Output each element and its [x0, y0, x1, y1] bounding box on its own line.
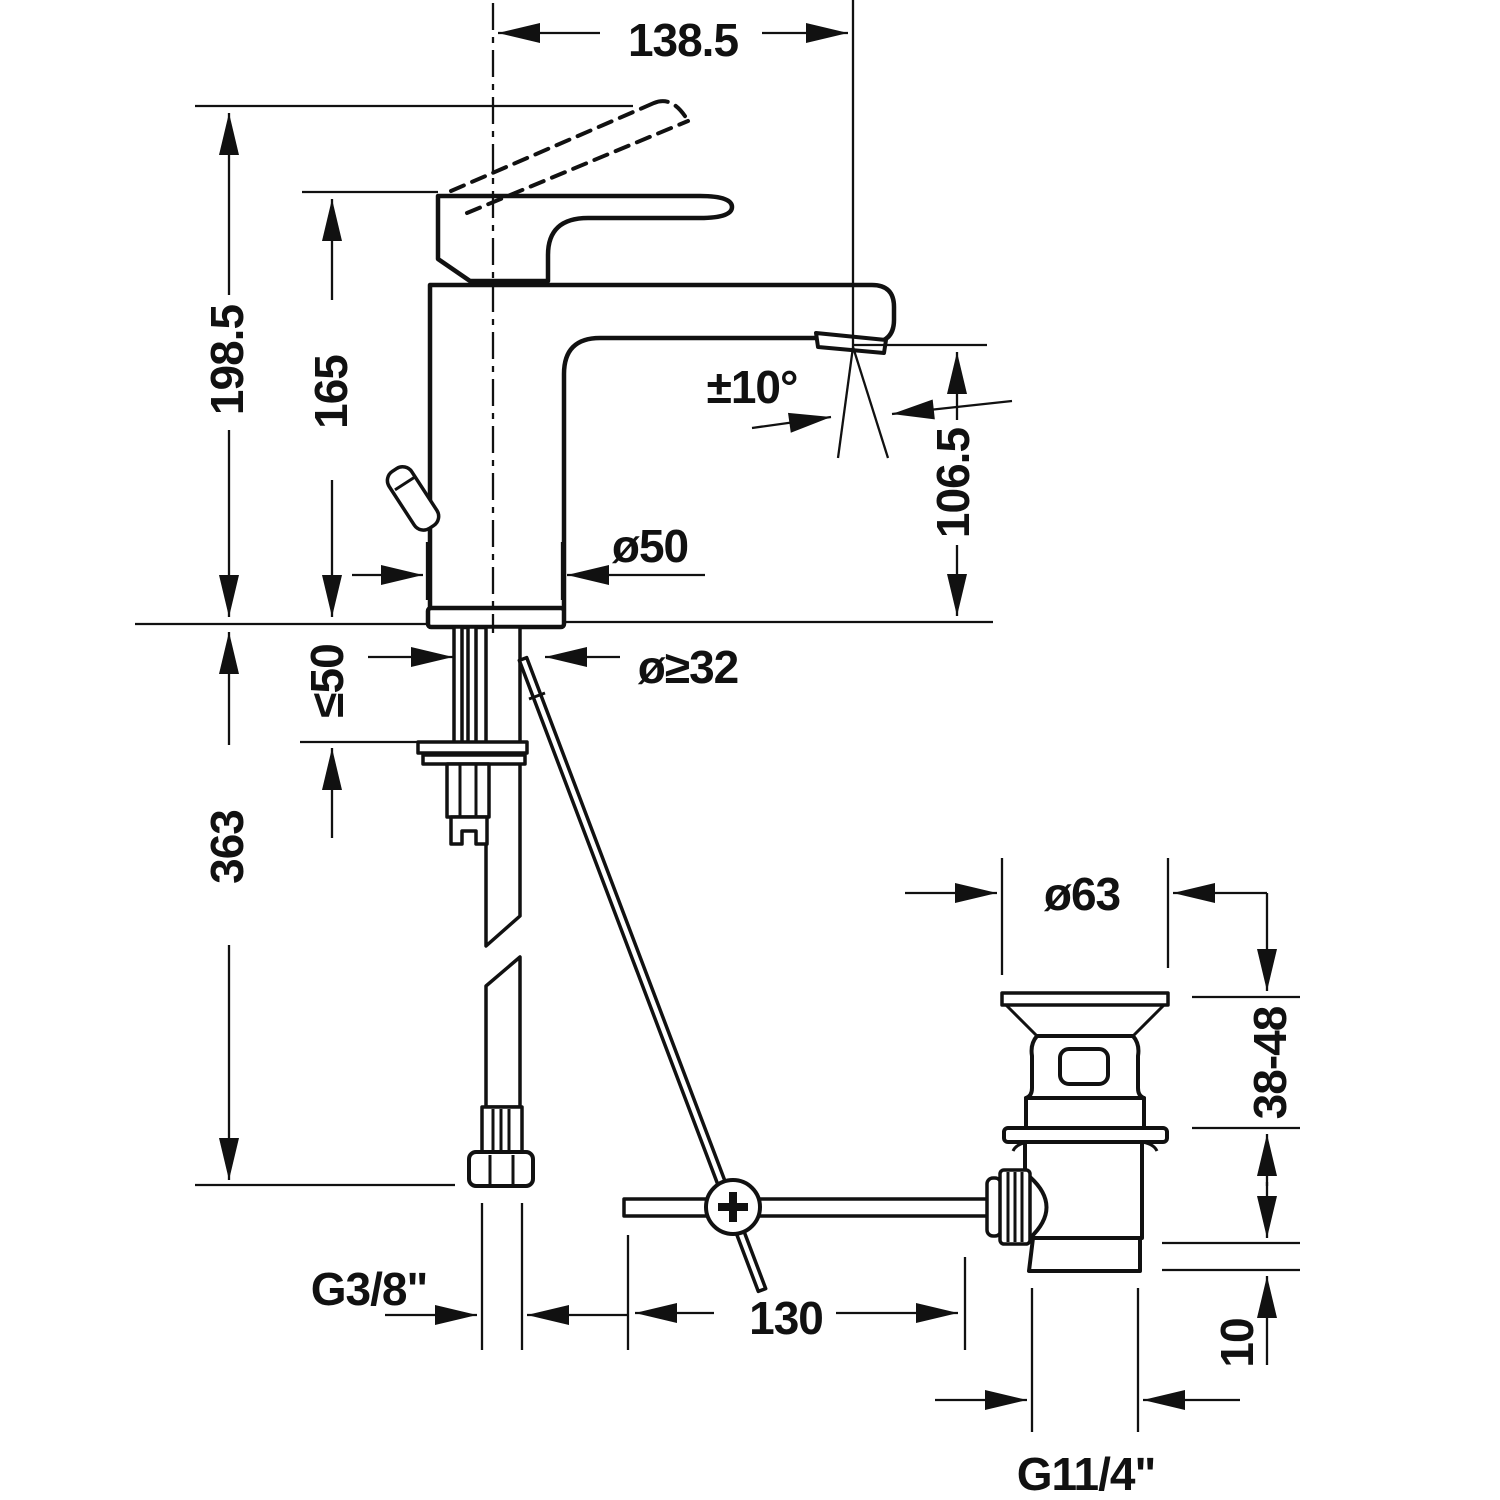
dim-handle-height: 165	[305, 355, 357, 429]
supply-pipe-left	[452, 625, 464, 746]
waste-lower-flange	[1002, 1126, 1169, 1144]
mounting-washer-1	[416, 740, 529, 755]
phillips-cross-icon	[718, 1192, 748, 1222]
dim-rod-length: 130	[749, 1292, 823, 1344]
waste-tailpiece	[1027, 1236, 1142, 1273]
supply-pipe-right	[466, 625, 478, 746]
waste-assembly-group	[985, 991, 1170, 1273]
popup-rod-horizontal	[622, 1197, 992, 1218]
mounting-bracket	[449, 815, 489, 846]
dimension-labels: 138.5 ±10° ø50 ø≥32 ø63 130 G3/8" G11/4"…	[201, 14, 1296, 1500]
dim-spout-reach: 138.5	[628, 14, 739, 66]
dim-basin-thickness-range: 38-48	[1244, 1006, 1296, 1119]
below-deck-group	[416, 625, 992, 1294]
dim-spout-angle: ±10°	[707, 361, 798, 413]
waste-knob-bump	[1028, 1175, 1049, 1240]
flex-hose-upper	[484, 625, 522, 948]
dim-tailpiece-length: 10	[1211, 1318, 1263, 1367]
waste-mid-body	[1024, 1096, 1146, 1130]
angle-line-right	[851, 346, 890, 459]
dimension-arrows	[219, 22, 1277, 1410]
dim-supply-connection: G3/8"	[311, 1263, 428, 1315]
dim-hole-diameter: ø≥32	[638, 641, 739, 693]
dim-waste-flange-diameter: ø63	[1044, 868, 1120, 920]
aerator-outlet	[814, 331, 888, 355]
dim-waste-connection: G11/4"	[1017, 1448, 1156, 1500]
hose-hex-nut	[467, 1150, 535, 1188]
reference-lines	[135, 0, 1300, 1432]
mounting-stud	[445, 762, 491, 819]
angle-line-left	[836, 346, 855, 459]
handle-lever	[435, 193, 735, 284]
dim-total-height: 198.5	[201, 305, 253, 416]
dim-spout-height: 106.5	[927, 428, 979, 539]
dim-body-diameter: ø50	[612, 520, 688, 572]
dim-hose-length: 363	[201, 810, 253, 884]
flex-hose-lower	[484, 955, 522, 1109]
waste-flange-rim	[1000, 991, 1170, 1007]
popup-rod-diagonal	[517, 655, 768, 1294]
popup-knob	[385, 465, 441, 532]
dim-deck-thickness: ≤50	[301, 644, 353, 717]
overflow-slot	[1058, 1047, 1110, 1086]
faucet-group	[385, 99, 897, 630]
base-plate	[425, 605, 567, 630]
handle-lever-raised-dashed	[449, 99, 690, 215]
